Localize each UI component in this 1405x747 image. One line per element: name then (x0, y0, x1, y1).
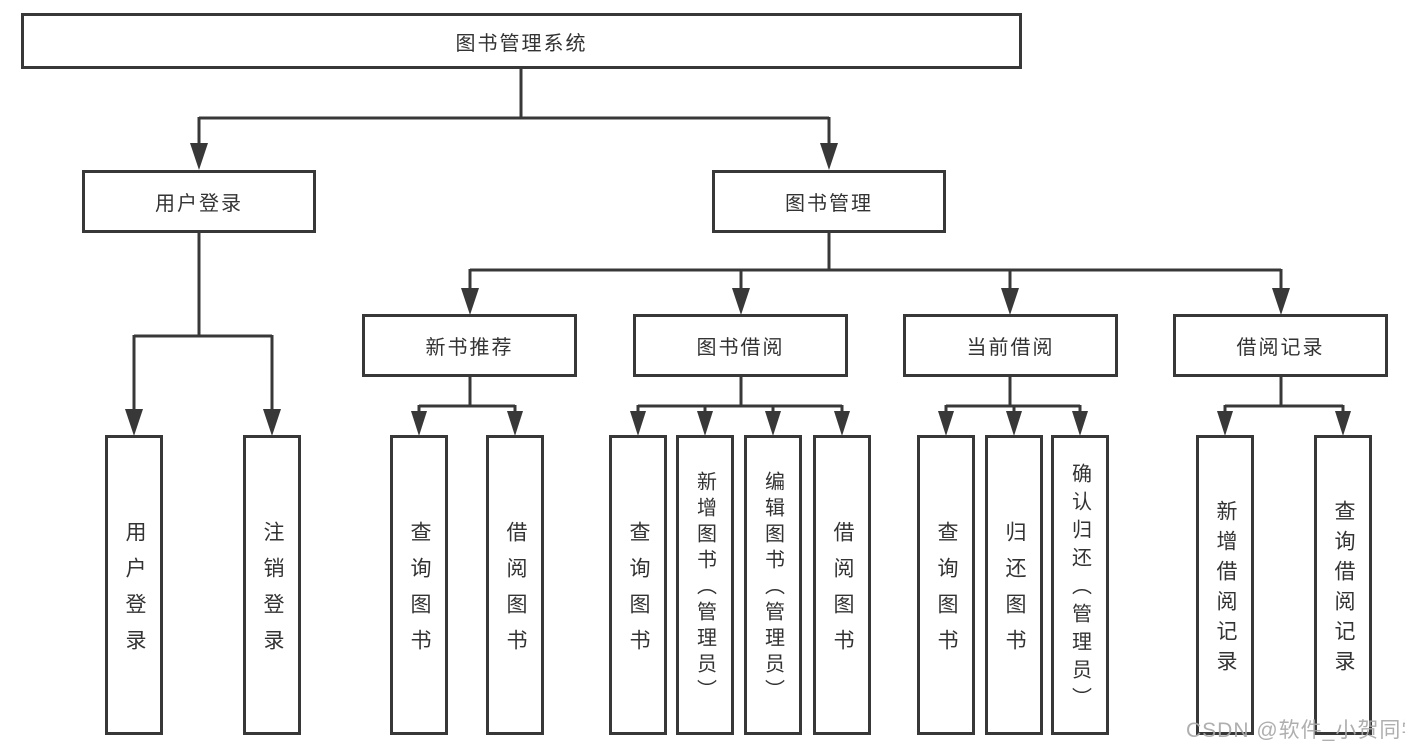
node-label: 新书推荐 (425, 337, 514, 359)
leaf-logout: 注销登录 (243, 435, 301, 735)
node-label: 图书管理 (785, 193, 873, 215)
leaf-label: 新增图书（管理员） (693, 471, 716, 705)
leaf-label: 用户登录 (123, 520, 146, 665)
leaf-add-books-admin: 新增图书（管理员） (676, 435, 734, 735)
leaf-borrow-books-2: 借阅图书 (813, 435, 871, 735)
leaf-return-books: 归还图书 (985, 435, 1043, 735)
node-book-borrowing: 图书借阅 (633, 314, 848, 377)
leaf-edit-books-admin: 编辑图书（管理员） (744, 435, 802, 735)
node-label: 图书借阅 (696, 337, 785, 359)
csdn-watermark: CSDN @软件_小贺同学 (1186, 719, 1405, 742)
node-book-management: 图书管理 (712, 170, 946, 233)
leaf-add-borrow-record: 新增借阅记录 (1196, 435, 1254, 735)
leaf-label: 新增借阅记录 (1214, 499, 1237, 680)
node-label: 图书管理系统 (455, 32, 588, 55)
node-new-book-recommend: 新书推荐 (362, 314, 577, 377)
node-label: 用户登录 (155, 193, 243, 215)
node-label: 当前借阅 (966, 337, 1055, 359)
leaf-confirm-return-admin: 确认归还（管理员） (1051, 435, 1109, 735)
node-label: 借阅记录 (1236, 337, 1325, 359)
leaf-query-books-3: 查询图书 (917, 435, 975, 735)
leaf-label: 确认归还（管理员） (1068, 463, 1091, 715)
node-root-system: 图书管理系统 (21, 13, 1022, 69)
leaf-label: 查询图书 (408, 520, 431, 665)
node-user-login: 用户登录 (82, 170, 316, 233)
node-borrowing-records: 借阅记录 (1173, 314, 1388, 377)
leaf-query-books-1: 查询图书 (390, 435, 448, 735)
leaf-borrow-books-1: 借阅图书 (486, 435, 544, 735)
node-current-borrowing: 当前借阅 (903, 314, 1118, 377)
leaf-label: 借阅图书 (831, 520, 854, 665)
leaf-label: 查询图书 (935, 520, 958, 665)
leaf-query-borrow-record: 查询借阅记录 (1314, 435, 1372, 735)
leaf-label: 归还图书 (1003, 520, 1026, 665)
leaf-label: 编辑图书（管理员） (761, 471, 784, 705)
leaf-query-books-2: 查询图书 (609, 435, 667, 735)
leaf-label: 查询借阅记录 (1332, 499, 1355, 680)
leaf-user-login: 用户登录 (105, 435, 163, 735)
leaf-label: 借阅图书 (504, 520, 527, 665)
leaf-label: 注销登录 (261, 520, 284, 665)
leaf-label: 查询图书 (627, 520, 650, 665)
